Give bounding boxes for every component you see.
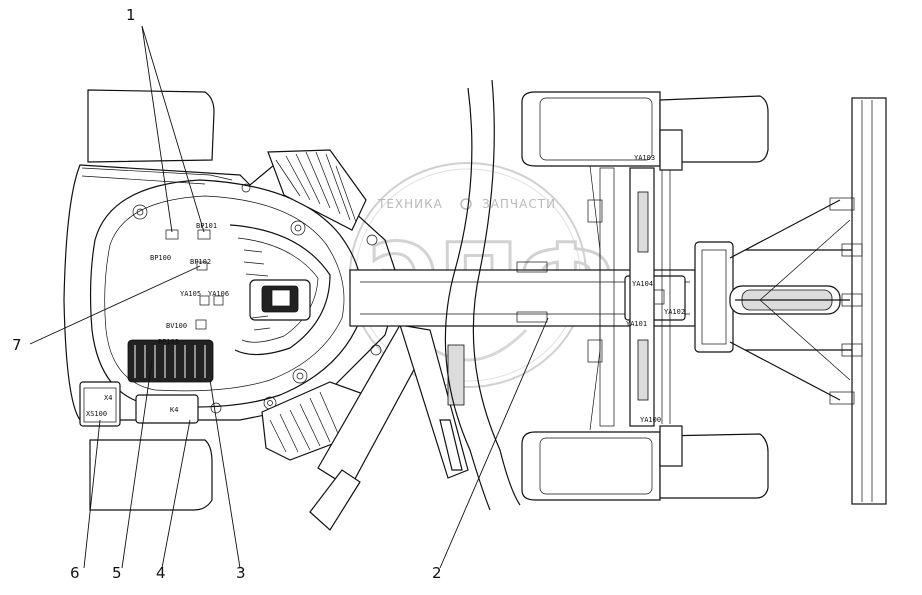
front-blade-assembly	[694, 97, 887, 505]
callout-4: 4	[156, 564, 166, 582]
tag-ya103: YA103	[634, 154, 655, 162]
tag-ya101: YA101	[626, 320, 647, 328]
callout-7: 7	[12, 336, 22, 354]
tag-bp103: BP103	[158, 338, 179, 346]
callout-2: 2	[432, 564, 442, 582]
callout-numbers: 1 2 3 4 5 6 7	[12, 6, 442, 582]
tag-ya106: YA106	[208, 290, 229, 298]
front-axle	[521, 91, 769, 501]
cab-body	[63, 89, 401, 511]
callout-5: 5	[112, 564, 122, 582]
callout-3: 3	[236, 564, 246, 582]
tag-k4: K4	[170, 406, 178, 414]
boom-arm	[309, 324, 469, 531]
tag-ya100: YA100	[640, 416, 661, 424]
watermark-right-word: ЗАПЧАСТИ	[482, 197, 556, 211]
tag-ya102: YA102	[664, 308, 685, 316]
leader-lines	[29, 25, 549, 569]
component-tags: BP101 BP100 BP102 YA105 YA106 BV100 BP10…	[86, 154, 685, 424]
callout-1: 1	[126, 6, 136, 24]
watermark-left-word: ТЕХНИКА	[377, 197, 443, 211]
tag-bp100: BP100	[150, 254, 171, 262]
gear-icon	[460, 198, 472, 210]
tag-bp101: BP101	[196, 222, 217, 230]
tag-xs100: XS100	[86, 410, 107, 418]
tag-ya104: YA104	[632, 280, 653, 288]
hydraulic-hoses	[444, 79, 521, 511]
callout-6: 6	[70, 564, 80, 582]
tag-bv100: BV100	[166, 322, 187, 330]
tag-x4: X4	[104, 394, 112, 402]
tag-ya105: YA105	[180, 290, 201, 298]
tag-bp102: BP102	[190, 258, 211, 266]
upper-radiator-fan	[267, 149, 367, 231]
